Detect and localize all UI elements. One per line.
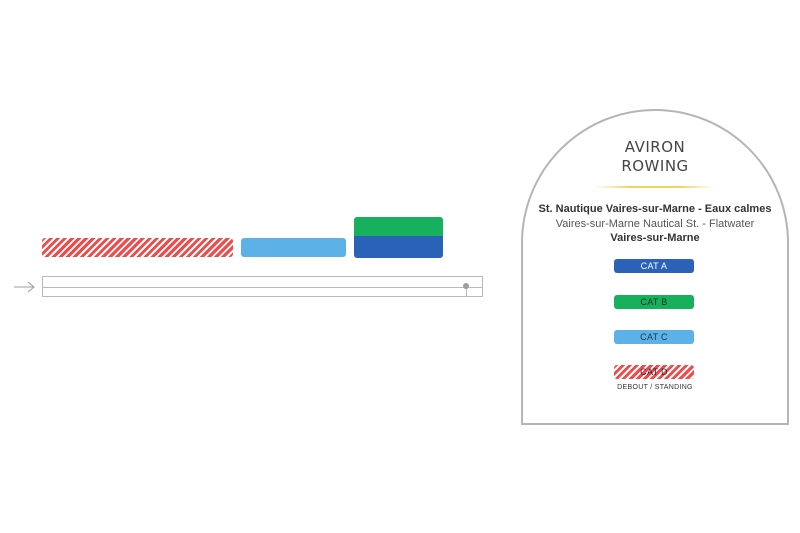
sport-title-fr: AVIRON — [624, 138, 686, 156]
venue-city: Vaires-sur-Marne — [610, 232, 700, 244]
title-divider — [595, 186, 715, 188]
stand-cat-b[interactable] — [354, 217, 443, 236]
legend-cat-c: CAT C — [614, 330, 694, 344]
stand-cat-c[interactable] — [241, 238, 346, 257]
stand-cat-a[interactable] — [354, 236, 443, 258]
arrow-right-icon — [14, 281, 35, 293]
legend-cat-a: CAT A — [614, 259, 694, 273]
course-center-line — [42, 287, 483, 288]
stand-cat-d[interactable] — [42, 238, 233, 257]
legend-cat-d: CAT D — [614, 365, 694, 379]
rowing-course — [42, 276, 483, 297]
venue-name-fr: St. Nautique Vaires-sur-Marne - Eaux cal… — [538, 203, 772, 215]
sport-title-en: ROWING — [621, 157, 689, 175]
stand-cat-a-b[interactable] — [354, 217, 443, 258]
standing-note: DEBOUT / STANDING — [617, 384, 693, 391]
legend-cat-b: CAT B — [614, 295, 694, 309]
finish-line-tick — [466, 287, 467, 297]
finish-marker-icon — [463, 283, 469, 289]
venue-name-en: Vaires-sur-Marne Nautical St. - Flatwate… — [555, 218, 755, 230]
